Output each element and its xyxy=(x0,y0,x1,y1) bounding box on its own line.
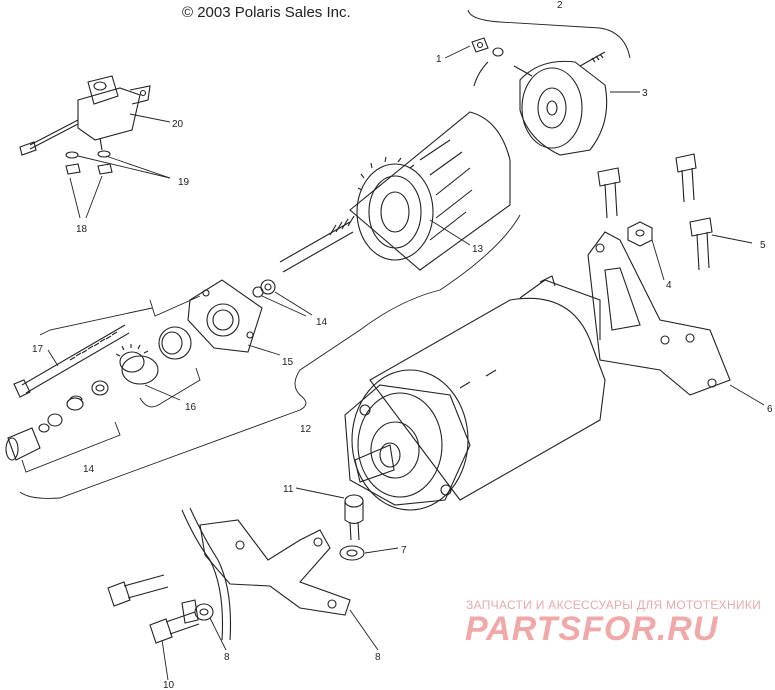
callout-9: 8 xyxy=(224,652,230,663)
callout-2: 2 xyxy=(557,0,563,11)
part-14-shaft-washers xyxy=(252,279,276,298)
part-10-bolts xyxy=(107,574,200,644)
part-19-washers xyxy=(65,150,111,159)
callout-8-lower: 8 xyxy=(375,652,381,663)
part-16-drive-pinion xyxy=(38,344,159,433)
callout-13: 13 xyxy=(472,244,484,255)
part-6-mounting-bracket xyxy=(587,231,731,396)
part-20-solenoid-switch xyxy=(19,75,151,156)
part-18-nuts xyxy=(65,163,113,175)
callout-1: 1 xyxy=(436,54,442,65)
part-11-bolt xyxy=(344,494,364,541)
watermark-logo: PARTSFOR.RU xyxy=(465,610,719,648)
part-9-nut xyxy=(181,599,214,624)
callout-17: 17 xyxy=(32,344,44,355)
part-12-starter-motor xyxy=(344,275,606,511)
callout-5: 5 xyxy=(760,240,766,251)
copyright-text: © 2003 Polaris Sales Inc. xyxy=(182,4,351,21)
callout-10: 10 xyxy=(163,680,175,690)
callout-14-lower: 14 xyxy=(83,464,95,475)
callout-16: 16 xyxy=(185,402,197,413)
part-17-through-bolt xyxy=(13,324,130,398)
part-14-dust-cap xyxy=(5,427,41,461)
callout-14-upper: 14 xyxy=(316,317,328,328)
leader-lines xyxy=(47,45,765,681)
part-3-end-cap xyxy=(513,51,608,156)
part-13-armature xyxy=(279,111,511,273)
callout-3: 3 xyxy=(642,88,648,99)
callout-6: 6 xyxy=(767,404,773,415)
part-15-drive-end-plate xyxy=(158,279,263,360)
watermark-subtitle: ЗАПЧАСТИ И АКСЕССУАРЫ ДЛЯ МОТОТЕХНИКИ xyxy=(466,598,762,612)
callout-19: 19 xyxy=(178,177,190,188)
callout-7: 7 xyxy=(401,545,407,556)
callout-12: 12 xyxy=(300,424,312,435)
callout-15: 15 xyxy=(282,357,294,368)
callout-4: 4 xyxy=(666,280,672,291)
callout-18: 18 xyxy=(76,224,88,235)
part-7-washer xyxy=(339,545,365,561)
part-4-nut xyxy=(627,221,653,247)
part-8-lower-bracket xyxy=(181,507,351,641)
callout-11: 11 xyxy=(283,484,294,495)
group-bracket-lines xyxy=(19,9,631,499)
callout-20: 20 xyxy=(172,119,184,130)
part-5-bolts xyxy=(597,153,713,271)
part-1-nut-and-wire xyxy=(471,37,504,87)
callout-labels: 1 2 3 4 5 6 7 8 8 10 11 12 13 14 14 15 1… xyxy=(32,0,773,690)
